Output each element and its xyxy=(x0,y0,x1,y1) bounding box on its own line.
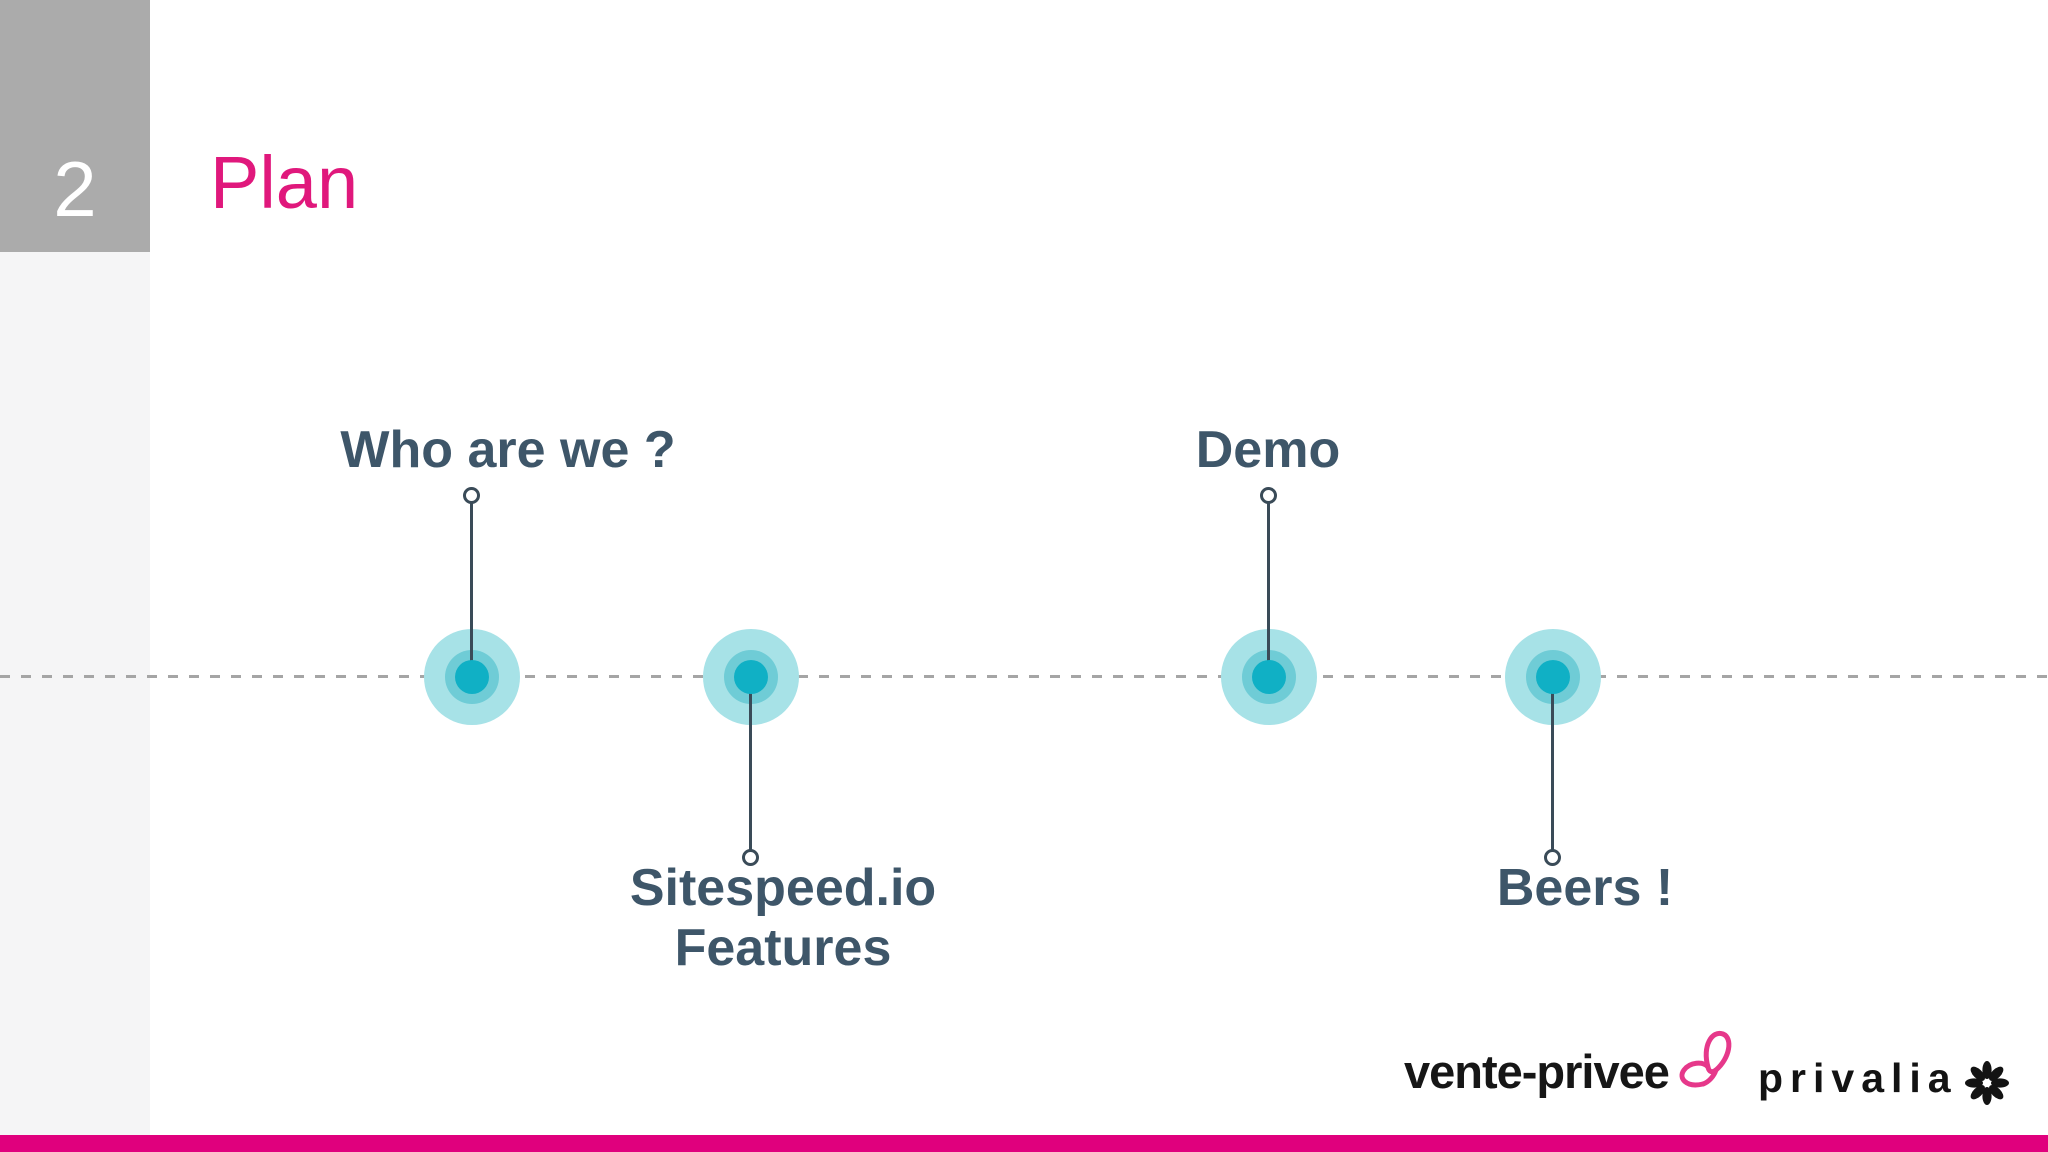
timeline-dot-inner xyxy=(455,660,489,694)
timeline-label-sitespeed-features: Sitespeed.io Features xyxy=(630,858,936,978)
timeline-label-line: Sitespeed.io xyxy=(629,859,937,917)
timeline-dot-inner xyxy=(734,660,768,694)
timeline-label-who-are-we: Who are we ? xyxy=(340,420,675,480)
connector-endpoint-icon xyxy=(1260,487,1277,504)
connector-line xyxy=(470,498,473,677)
vente-privee-logo-text: vente-privee xyxy=(1404,1045,1670,1098)
timeline-label-beers: Beers ! xyxy=(1497,858,1673,918)
timeline-label-line: Demo xyxy=(1195,421,1341,479)
left-sidebar xyxy=(0,252,150,1135)
butterfly-icon xyxy=(1679,1030,1732,1088)
connector-endpoint-icon xyxy=(1544,849,1561,866)
bottom-accent-bar xyxy=(0,1135,2048,1152)
timeline-label-demo: Demo xyxy=(1196,420,1340,480)
connector-endpoint-icon xyxy=(742,849,759,866)
slide-title: Plan xyxy=(210,141,359,224)
slide-number: 2 xyxy=(53,145,97,233)
slide-number-box xyxy=(0,0,150,252)
timeline-dashed-line xyxy=(0,675,2048,678)
timeline-label-line: Features xyxy=(674,919,892,977)
timeline-dot-inner xyxy=(1252,660,1286,694)
connector-line xyxy=(1551,677,1554,852)
connector-line xyxy=(1267,498,1270,677)
connector-endpoint-icon xyxy=(463,487,480,504)
timeline-label-line: Beers ! xyxy=(1496,859,1674,917)
privalia-logo-text: privalia xyxy=(1758,1055,1958,1101)
timeline-label-line: Who are we ? xyxy=(340,421,676,479)
timeline-dot-inner xyxy=(1536,660,1570,694)
connector-line xyxy=(749,677,752,852)
flower-asterisk-icon xyxy=(1965,1061,2009,1105)
